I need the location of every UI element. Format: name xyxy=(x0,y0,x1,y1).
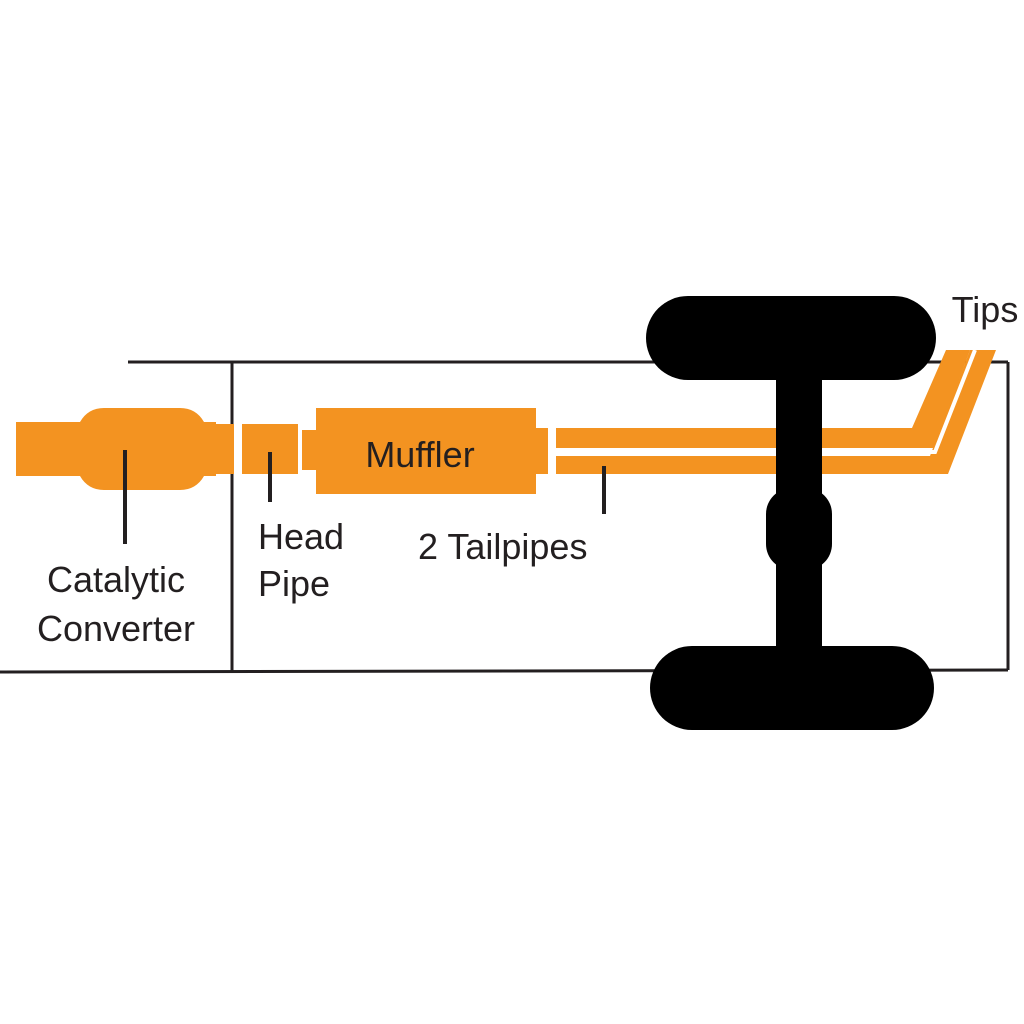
muffler-label: Muffler xyxy=(365,434,474,475)
catalytic-converter-label-line1: Catalytic xyxy=(47,559,185,600)
leader-lines xyxy=(123,450,606,544)
tips-label: Tips xyxy=(952,289,1019,330)
head-pipe-label-line1: Head xyxy=(258,516,344,557)
rear-axle-assembly xyxy=(646,296,936,730)
tailpipe-separator xyxy=(556,349,977,454)
converter-outlet xyxy=(210,424,234,474)
tailpipe-lower xyxy=(556,350,996,474)
exhaust-parts xyxy=(16,350,996,494)
muffler-body xyxy=(316,408,536,494)
wheel-bottom xyxy=(650,646,934,730)
tailpipe-upper xyxy=(556,350,970,448)
wheel-top xyxy=(646,296,936,380)
differential xyxy=(766,488,832,570)
tailpipes-label: 2 Tailpipes xyxy=(418,526,587,567)
muffler-outlet xyxy=(534,428,548,474)
inlet-pipe xyxy=(16,422,80,476)
head-pipe-label-line2: Pipe xyxy=(258,563,330,604)
muffler-inlet xyxy=(302,430,320,470)
catalytic-converter-label-line2: Converter xyxy=(37,608,195,649)
catalytic-converter-shape xyxy=(70,408,216,490)
